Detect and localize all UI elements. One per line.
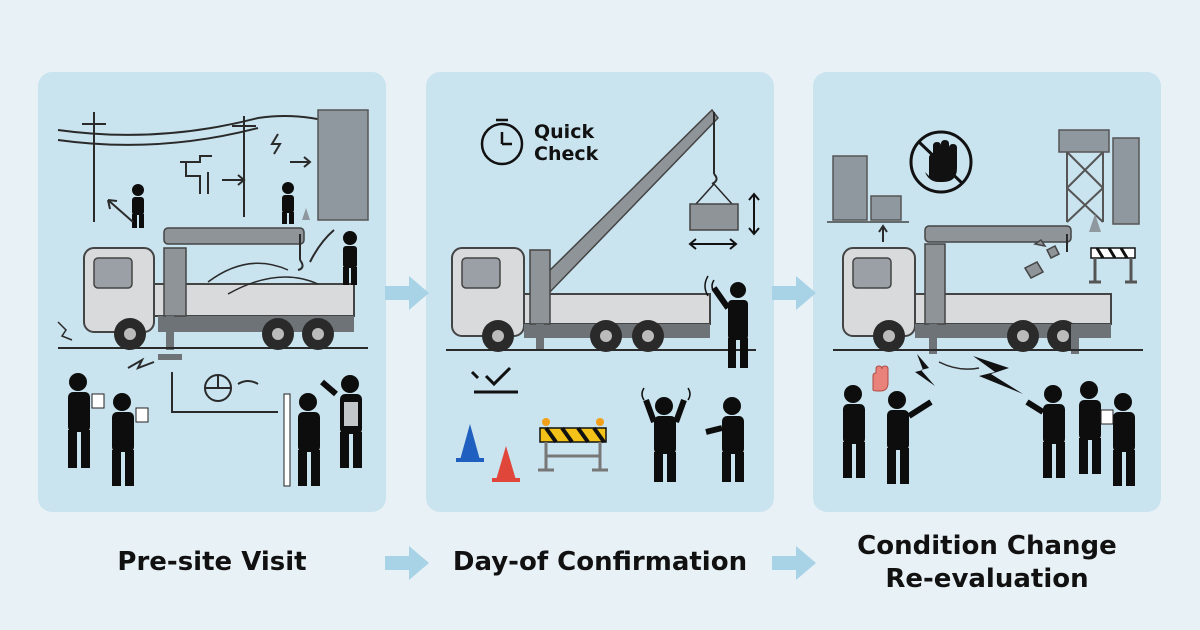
suspended-load-icon [688,183,760,250]
panel-day-of-confirmation: Quick Check [426,72,774,512]
worker-figure [343,231,357,285]
step-label-condition-change: Condition Change Re-evaluation [807,530,1167,596]
traffic-cone-icon [302,208,310,220]
traffic-cone-icon [460,424,480,460]
flow-arrow-icon [385,276,429,310]
stopwatch-icon [480,118,524,166]
worker-figure [282,182,294,224]
building-icon [870,195,902,221]
step-label-day-of-confirmation: Day-of Confirmation [452,547,748,577]
truck-crane-icon [83,227,355,360]
clipboard-icon [1100,409,1114,425]
flow-arrow-icon [772,276,816,310]
clipboard-icon [135,407,149,423]
utility-pipe-icon [180,155,246,194]
panel-pre-site-visit [38,72,386,512]
step-label-line: Re-evaluation [885,564,1089,594]
worker-figure [1025,381,1135,486]
measuring-pole-icon [283,393,291,487]
falling-debris-icon [1023,238,1061,279]
scaffold-icon [1058,129,1140,225]
traffic-cone-icon [1089,214,1101,232]
step-label-line: Condition Change [857,531,1117,561]
truck-crane-icon [451,108,719,352]
utility-pipe-icon [171,372,278,413]
flow-arrow-icon [385,546,429,580]
quick-check-label-line1: Quick [534,121,594,143]
building-icon [317,109,369,221]
safety-vest-icon [344,402,358,426]
truck-crane-icon [842,225,1112,354]
barrier-icon [1089,247,1137,284]
worker-figure [132,184,144,228]
worker-figure [68,373,134,486]
panel-condition-change [813,72,1161,512]
lightning-crack-icon [915,354,1023,394]
ground-crack-icon [57,321,73,341]
barrier-icon [538,418,608,472]
building-icon [832,155,868,221]
signaler-icon [643,397,744,482]
power-line-icon [57,112,339,222]
step-label-pre-site-visit: Pre-site Visit [117,547,307,577]
quick-check-label-line2: Check [534,143,599,165]
ground-crack-icon [127,357,155,370]
clipboard-icon [91,393,105,409]
worker-figure [843,385,933,484]
stop-hand-icon [909,130,973,194]
flow-arrow-icon [772,546,816,580]
traffic-cone-icon [496,446,516,480]
signaler-icon [711,282,748,368]
stop-hand-icon [872,365,889,392]
checkmark-icon [470,366,518,394]
